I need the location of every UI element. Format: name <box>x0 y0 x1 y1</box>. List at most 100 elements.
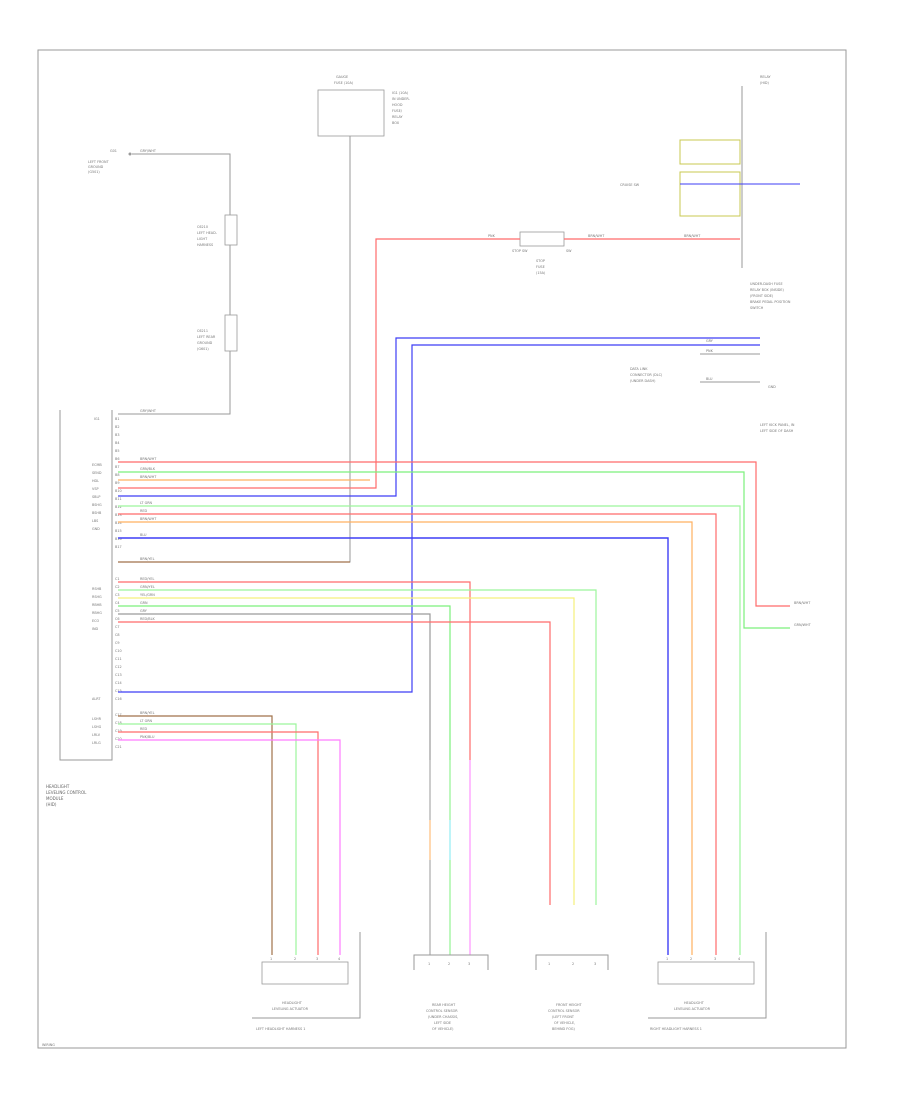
ecu-pin-label: ALRT <box>92 697 101 701</box>
front-height-sensor: 1 2 3 FRONT HEIGHT CONTROL SENSOR (LEFT … <box>535 954 609 1031</box>
left-hl-pin: 3 <box>316 957 318 961</box>
ecu-pin-labels: IG1 ECMB SEND HDL VSP SBLP BSHG BSHB LBS… <box>92 417 102 745</box>
ecu-pin-number: B6 <box>115 457 119 461</box>
left-splice-2-box <box>224 314 238 352</box>
ecu-pin-label: HDL <box>92 479 99 483</box>
ecu-pin-numbers: B1 B2 B3 B4 B5 B6 B7 B8 B9 B10 B11 B12 B… <box>115 417 122 749</box>
ecu-pin-number: C9 <box>115 641 120 645</box>
ecu-pin-number: B14 <box>115 521 122 525</box>
ecu-pin-label: VSP <box>92 487 99 491</box>
wire-label: BRN/WHT <box>588 234 605 238</box>
dlc-caption: LEFT SIDE OF DASH <box>760 429 794 433</box>
left-splice-2-line: LEFT REAR <box>197 335 216 339</box>
ecu-pin-number: C21 <box>115 745 122 749</box>
connector-dot <box>128 152 132 156</box>
fuse-top-inner: IN UNDER- <box>392 97 411 101</box>
ecu-pin-label: GND <box>92 527 100 531</box>
rear-sensor-caption: LEFT SIDE <box>434 1021 451 1025</box>
front-sensor-pin: 1 <box>548 962 550 966</box>
wire-label: GRY/WHT <box>140 149 157 153</box>
diagram-frame <box>37 49 847 1049</box>
ecu-pin-label: LBS <box>92 519 98 523</box>
footer-code: WIRING <box>42 1043 55 1047</box>
ecu-pin-label: SEND <box>92 471 102 475</box>
ecu-pin-number: B4 <box>115 441 119 445</box>
fuse-top-box <box>317 89 385 137</box>
dlc-tail: GND <box>768 385 776 389</box>
ecu-pin-label: BSHG <box>92 503 102 507</box>
rear-sensor-caption: CONTROL SENSOR <box>426 1009 458 1013</box>
junction-left-line: (G501) <box>88 170 100 174</box>
ecu-pin-label: LRLV <box>92 733 101 737</box>
fuse-top-inner: BOX <box>392 121 400 125</box>
wire-label: YEL/GRN <box>140 593 155 597</box>
ecu-pin-number: B12 <box>115 505 122 509</box>
ecu-pin-number: C14 <box>115 681 122 685</box>
hid-ecu: HEADLIGHT LEVELING CONTROL MODULE (HID) <box>46 410 113 807</box>
right-hl-pin: 1 <box>666 957 668 961</box>
wire-label: RED/BLK <box>140 617 155 621</box>
ecu-pin-number: C12 <box>115 665 122 669</box>
ecu-pin-label: RSHB <box>92 587 102 591</box>
ecu-pin-number: C13 <box>115 673 122 677</box>
dlc-pin: PNK <box>706 349 714 353</box>
front-sensor-caption: OF VEHICLE, <box>554 1021 575 1025</box>
front-sensor-caption: BEHIND FOG) <box>552 1027 575 1031</box>
ecu-pin-number: B3 <box>115 433 119 437</box>
left-hl-pin: 4 <box>338 957 340 961</box>
wire-label: BRN/YEL <box>140 557 155 561</box>
ecu-pin-number: B16 <box>115 537 122 541</box>
relay-contact <box>679 139 741 165</box>
left-splice-1-box <box>224 214 238 246</box>
wire-label: RED/YEL <box>140 577 154 581</box>
stop-switch-note: BRAKE PEDAL POSITION <box>750 300 791 304</box>
stop-fuse-box <box>519 231 565 247</box>
right-hl-pin: 3 <box>714 957 716 961</box>
ecu-pin-number: C3 <box>115 593 120 597</box>
ecu-pin-number: B7 <box>115 465 119 469</box>
rear-sensor-runs <box>429 760 471 955</box>
dlc: DATA LINK CONNECTOR (DLC) (UNDER DASH) G… <box>118 337 795 693</box>
dlc-line: CONNECTOR (DLC) <box>630 373 663 377</box>
dlc-caption: LEFT KICK PANEL, IN <box>760 423 795 427</box>
left-hl-pin: 1 <box>270 957 272 961</box>
ecu-pin-label: ECMB <box>92 463 102 467</box>
wire-label: RED <box>140 727 147 731</box>
stop-fuse-term: SW <box>566 249 572 253</box>
rear-height-sensor: 1 2 3 REAR HEIGHT CONTROL SENSOR (UNDER … <box>413 954 489 1031</box>
junction-left-line: GROUND <box>88 165 104 169</box>
ecu-pin-label: RBHB <box>92 603 102 607</box>
ecu-pin-number: B10 <box>115 489 122 493</box>
front-sensor-caption: CONTROL SENSOR <box>548 1009 580 1013</box>
left-ground-chain: G01 LEFT FRONT GROUND (G501) GRY/WHT C62… <box>88 149 238 415</box>
ecu-pin-label: SBLP <box>92 495 100 499</box>
fuse-top-inner: HOOD <box>392 103 403 107</box>
wire-label: BLU <box>140 533 147 537</box>
right-exit-label: BRN/WHT <box>794 601 811 605</box>
ecu-pin-label: LRLG <box>92 741 101 745</box>
dlc-pin: BLU <box>706 377 713 381</box>
wire-label: GRN <box>140 601 148 605</box>
relay-right-label: CRUISE SW <box>620 183 640 187</box>
ecu-pin-label: LSHG <box>92 725 102 729</box>
ecu-pin-number: B17 <box>115 545 122 549</box>
fuse-top-inner: FUSE/ <box>392 109 403 113</box>
ecu-pin-number: B1 <box>115 417 119 421</box>
stop-switch-caption: UNDER-DASH FUSE <box>750 282 783 286</box>
wire-label: PNK <box>488 234 496 238</box>
dlc-line: DATA LINK <box>630 367 648 371</box>
ecu-title-1: HEADLIGHT <box>46 784 70 789</box>
left-headlight-actuator: 1 2 3 4 HEADLIGHT LEVELING ACTUATOR LEFT… <box>252 932 361 1031</box>
junction-left-line: LEFT FRONT <box>88 160 110 164</box>
relay-right-title: RELAY <box>760 75 772 79</box>
front-sensor-caption: FRONT HEIGHT <box>556 1003 583 1007</box>
left-headlight-runs <box>271 760 341 955</box>
rear-sensor-caption: REAR HEIGHT <box>432 1003 456 1007</box>
wire-label: BRN/WHT <box>140 475 157 479</box>
rear-sensor-pin: 1 <box>428 962 430 966</box>
ecu-pin-label: IND <box>92 627 99 631</box>
left-hl-caption: LEVELING ACTUATOR <box>272 1007 309 1011</box>
wire-label: LT GRN <box>140 719 153 723</box>
right-hl-caption: LEVELING ACTUATOR <box>674 1007 711 1011</box>
